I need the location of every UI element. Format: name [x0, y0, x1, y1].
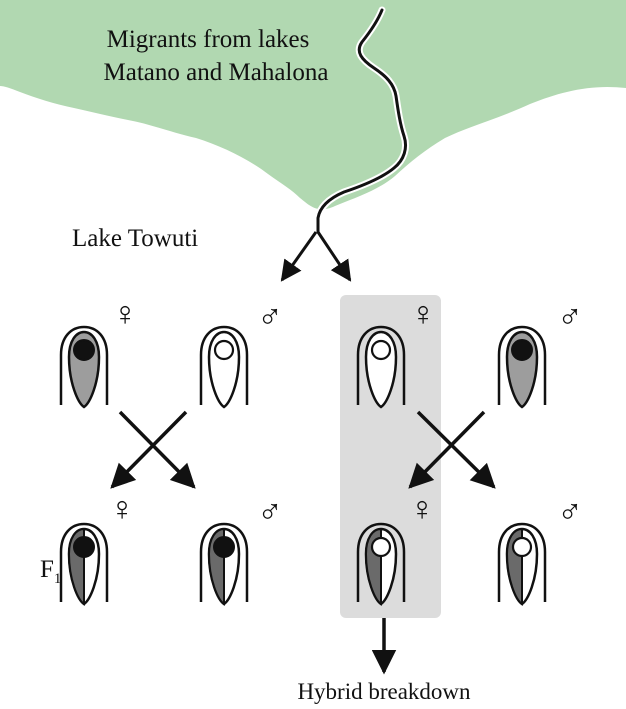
female-symbol: ♀	[410, 296, 436, 333]
f1-label: F1	[40, 556, 61, 587]
male-symbol: ♂	[557, 299, 583, 336]
fork-arrow-left	[280, 231, 318, 282]
fish-icon	[59, 522, 109, 606]
fish-icon	[356, 325, 406, 409]
male-symbol: ♂	[257, 299, 283, 336]
cross-arrow	[118, 410, 196, 489]
fork-arrow-right	[316, 231, 352, 282]
migrants-label-line1: Migrants from lakes	[107, 26, 310, 53]
female-symbol: ♀	[109, 491, 135, 528]
lake-towuti-label: Lake Towuti	[72, 225, 198, 252]
source-lakes-region	[0, 0, 626, 210]
fish-icon	[497, 522, 547, 606]
fish-icon	[199, 325, 249, 409]
cross-arrow	[408, 410, 486, 489]
hybrid-breakdown-label: Hybrid breakdown	[297, 679, 471, 704]
cross-arrow	[416, 410, 496, 489]
river	[316, 8, 408, 234]
fish-icon	[59, 325, 109, 409]
migrants-label-line2: Matano and Mahalona	[104, 59, 329, 86]
cross-arrow	[110, 410, 188, 489]
fish-icon	[199, 522, 249, 606]
female-symbol: ♀	[409, 491, 435, 528]
hybrid-highlight-box	[340, 295, 441, 618]
fish-icon	[497, 325, 547, 409]
male-symbol: ♂	[557, 494, 583, 531]
female-symbol: ♀	[112, 296, 138, 333]
fish-icon	[356, 522, 406, 606]
male-symbol: ♂	[257, 494, 283, 531]
